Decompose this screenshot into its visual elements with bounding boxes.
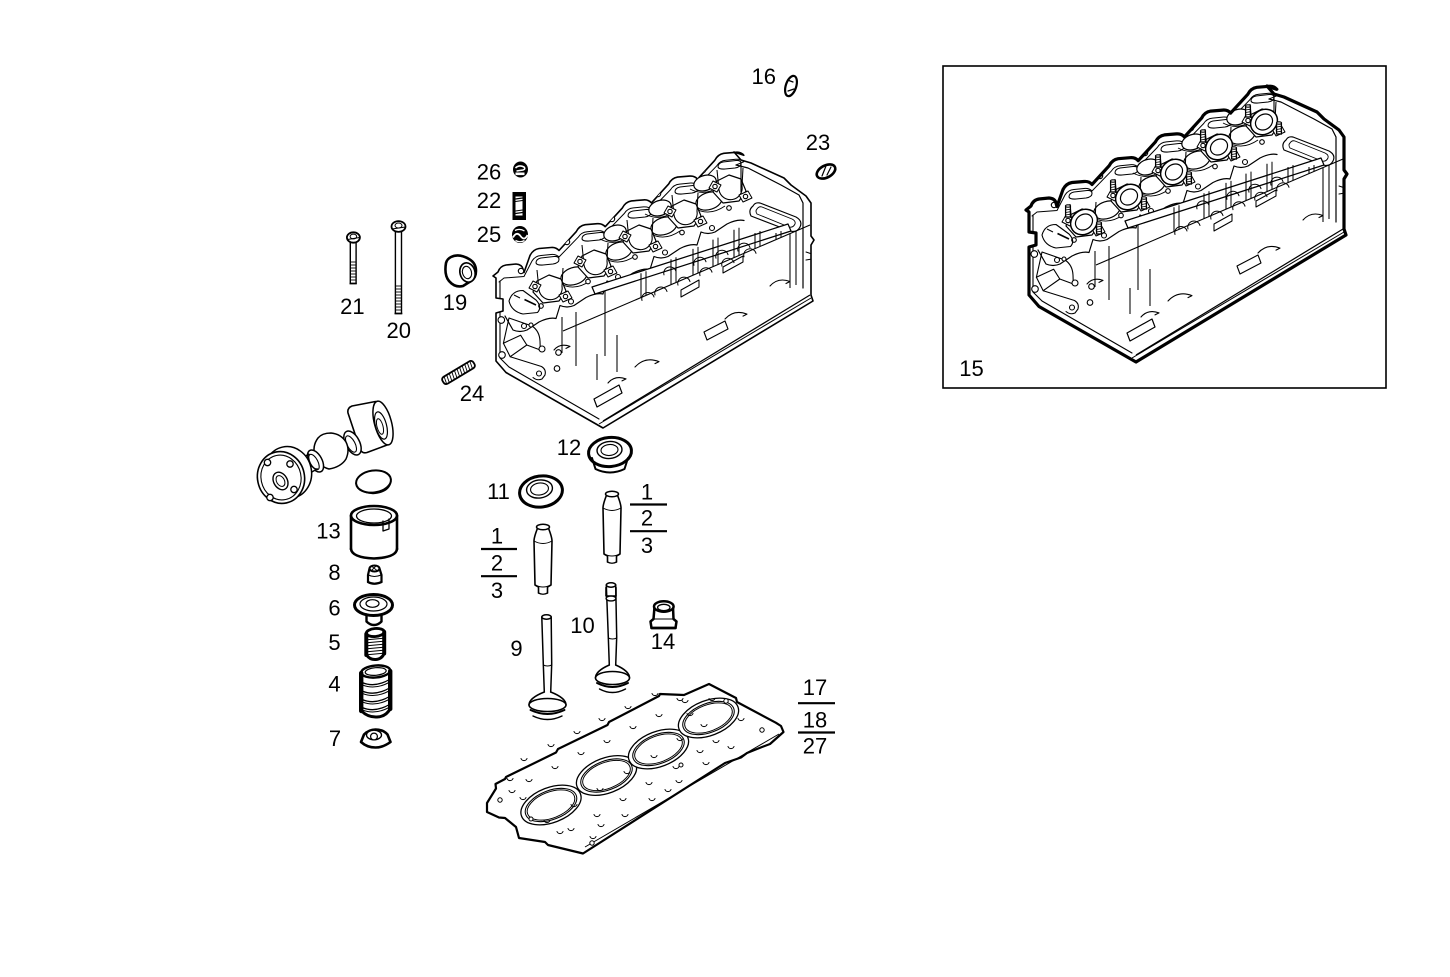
svg-text:23: 23: [806, 130, 830, 155]
svg-text:1: 1: [491, 523, 503, 548]
svg-text:20: 20: [387, 318, 411, 343]
svg-text:27: 27: [803, 733, 827, 758]
svg-text:13: 13: [316, 518, 340, 543]
svg-text:2: 2: [641, 505, 653, 530]
svg-text:14: 14: [651, 629, 675, 654]
svg-text:3: 3: [491, 578, 503, 603]
svg-text:1: 1: [641, 479, 653, 504]
svg-text:12: 12: [557, 435, 581, 460]
svg-text:25: 25: [477, 222, 501, 247]
svg-text:10: 10: [570, 613, 594, 638]
svg-text:8: 8: [328, 560, 340, 585]
svg-text:16: 16: [751, 64, 775, 89]
svg-text:24: 24: [460, 381, 484, 406]
svg-text:5: 5: [328, 630, 340, 655]
svg-text:11: 11: [487, 479, 510, 504]
svg-text:4: 4: [328, 671, 340, 696]
svg-text:2: 2: [491, 550, 503, 575]
svg-text:7: 7: [329, 726, 341, 751]
svg-text:22: 22: [477, 188, 501, 213]
svg-text:26: 26: [477, 159, 501, 184]
svg-text:15: 15: [959, 356, 983, 381]
svg-text:3: 3: [641, 533, 653, 558]
svg-text:19: 19: [443, 290, 467, 315]
svg-text:6: 6: [328, 595, 340, 620]
svg-text:18: 18: [803, 707, 827, 732]
svg-text:17: 17: [803, 675, 827, 700]
svg-text:9: 9: [510, 636, 522, 661]
svg-text:21: 21: [340, 294, 364, 319]
